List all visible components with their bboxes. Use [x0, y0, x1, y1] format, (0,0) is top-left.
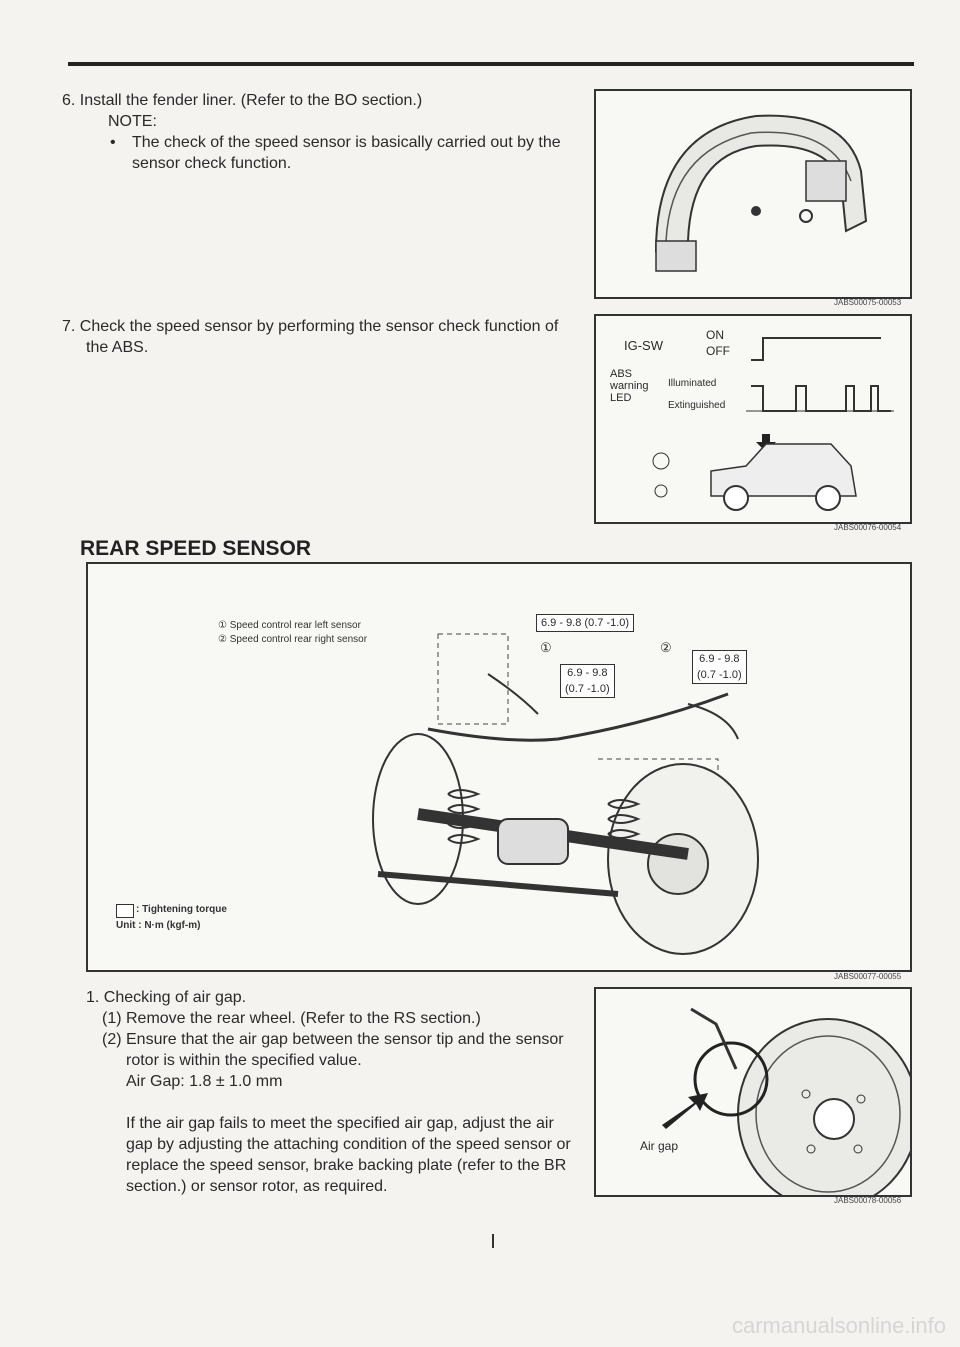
- legend-item-1: ① Speed control rear left sensor: [218, 620, 361, 631]
- extinguished-label: Extinguished: [668, 400, 726, 411]
- note-label: NOTE:: [108, 113, 157, 130]
- callout-2: ②: [660, 640, 672, 655]
- watermark: carmanualsonline.info: [731, 1313, 946, 1338]
- callout-1: ①: [540, 640, 552, 655]
- illuminated-label: Illuminated: [668, 378, 717, 389]
- note-text: The check of the speed sensor is basical…: [132, 134, 561, 172]
- air-gap-label: Air gap: [640, 1139, 679, 1153]
- torque-box-right: 6.9 - 9.8 (0.7 -1.0): [692, 650, 747, 684]
- section-title: REAR SPEED SENSOR: [80, 537, 312, 560]
- air-gap-spec: Air Gap: 1.8 ± 1.0 mm: [126, 1073, 283, 1090]
- step-7: 7. Check the speed sensor by performing …: [62, 316, 582, 358]
- torque-value-kgf: (0.7 -1.0): [565, 683, 610, 695]
- abs-led-label: ABS warning LED: [610, 368, 649, 404]
- timing-diagram: [652, 337, 894, 511]
- on-label: ON: [706, 328, 724, 342]
- step-6: 6. Install the fender liner. (Refer to t…: [62, 90, 582, 174]
- brake-drum-illustration: [662, 1007, 910, 1195]
- torque-box-left: 6.9 - 9.8 (0.7 -1.0): [560, 664, 615, 698]
- substep-2: (2) Ensure that the air gap between the …: [102, 1031, 564, 1069]
- step-number: 6.: [62, 92, 76, 109]
- torque-value: 6.9 - 9.8: [567, 667, 608, 679]
- step-title: Checking of air gap.: [103, 989, 247, 1006]
- torque-symbol: [116, 904, 134, 918]
- legend-item-2: ② Speed control rear right sensor: [218, 634, 368, 645]
- figure-air-gap: Air gap: [594, 987, 912, 1197]
- legend-unit: Unit : N·m (kgf-m): [116, 920, 201, 931]
- figure-code: JABS00076-00054: [834, 523, 902, 532]
- page-marker: [492, 1234, 494, 1248]
- abs-line-3: LED: [610, 392, 632, 404]
- abs-line-2: warning: [610, 380, 649, 392]
- legend-torque: : Tightening torque: [136, 904, 227, 915]
- top-rule: [68, 62, 914, 66]
- substep-1: (1) Remove the rear wheel. (Refer to the…: [102, 1010, 481, 1027]
- step-number: 7.: [62, 318, 76, 335]
- adjustment-paragraph: If the air gap fails to meet the specifi…: [126, 1115, 571, 1195]
- torque-value-kgf: (0.7 -1.0): [697, 669, 742, 681]
- suspension-illustration: [372, 633, 759, 955]
- figure-code: JABS00078-00056: [834, 1196, 902, 1205]
- torque-box-top: 6.9 - 9.8 (0.7 -1.0): [536, 614, 635, 632]
- fender-liner-illustration: [654, 114, 868, 272]
- igsw-label: IG-SW: [624, 338, 663, 353]
- figure-sensor-check: IG-SW ON OFF ABS warning LED Illuminated…: [594, 314, 912, 524]
- figure-code: JABS00075-00053: [834, 298, 902, 307]
- figure-fender-liner: [594, 89, 912, 299]
- step-1: 1. Checking of air gap. (1) Remove the r…: [86, 987, 576, 1197]
- note-bullet: • The check of the speed sensor is basic…: [62, 132, 582, 174]
- torque-value: 6.9 - 9.8: [699, 653, 740, 665]
- off-label: OFF: [706, 344, 730, 358]
- abs-line-1: ABS: [610, 368, 633, 380]
- step-number: 1.: [86, 989, 100, 1006]
- bullet-mark: •: [110, 134, 116, 151]
- figure-rear-speed-sensor: ① Speed control rear left sensor ② Speed…: [86, 562, 912, 972]
- figure-code: JABS00077-00055: [834, 972, 902, 981]
- step-text: Install the fender liner. (Refer to the …: [79, 92, 423, 109]
- step-text: Check the speed sensor by performing the…: [79, 318, 559, 356]
